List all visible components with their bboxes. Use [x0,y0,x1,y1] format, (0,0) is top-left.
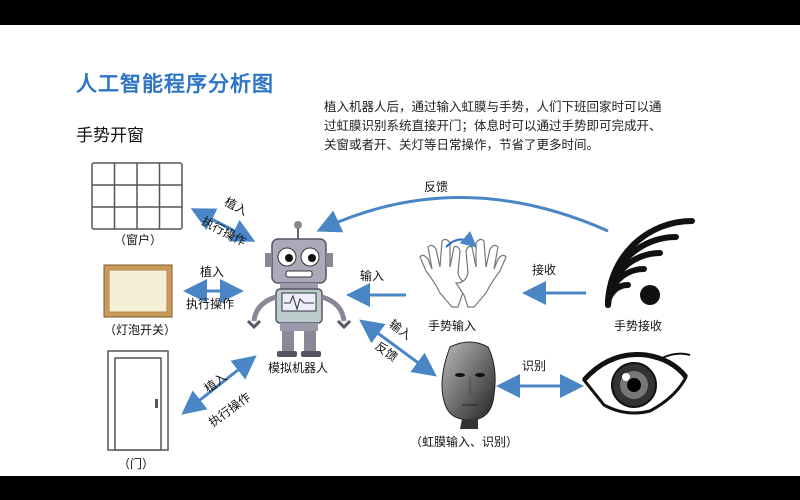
window-arrow-bottom-label: 执行操作 [199,213,248,249]
diagram-canvas: 植入 执行操作 植入 执行操作 输入 反馈 [91,162,695,451]
signal-label: 手势接收 [614,319,663,333]
eye-icon [582,352,691,415]
lamp-label: （灯泡开关） [104,323,177,337]
window-arrow-top-label: 植入 [222,194,250,219]
description-text: 植入机器人后，通过输入虹膜与手势，人们下班回家时可以通过虹膜识别系统直接开门；体… [324,99,662,152]
hands-label: 手势输入 [428,319,477,333]
hands-input-arrow-label: 输入 [360,269,385,283]
head-label: （虹膜输入、识别） [410,435,519,449]
arrow-door [181,355,257,415]
receive-label: 接收 [532,263,557,277]
arrow-window [190,208,256,242]
signal-icon [605,218,695,308]
hands-icon [419,231,507,308]
section-subtitle: 手势开窗 [76,126,144,146]
lamp-switch-icon [103,264,173,318]
lamp-arrow-top-label: 植入 [200,265,225,279]
window-label: （窗户） [114,233,163,247]
head-input-label: 输入 [387,316,415,342]
page-title: 人工智能程序分析图 [76,72,274,96]
slide: 人工智能程序分析图 手势开窗 植入机器人后，通过输入虹膜与手势，人们下班回家时可… [0,25,800,476]
window-icon [91,162,183,230]
robot-icon [246,221,352,357]
head-icon [441,341,496,429]
robot-label: 模拟机器人 [268,361,329,375]
head-feedback-label: 反馈 [373,339,401,364]
door-label: （门） [118,457,155,471]
door-arrow-bottom-label: 执行操作 [206,389,254,429]
recognize-label: 识别 [522,359,547,373]
arrow-feedback-top [316,196,609,233]
door-arrow-top-label: 植入 [201,369,229,395]
lamp-arrow-bottom-label: 执行操作 [186,297,235,311]
feedback-top-label: 反馈 [424,180,449,194]
arrow-head-robot [359,319,437,377]
door-icon [107,350,169,451]
